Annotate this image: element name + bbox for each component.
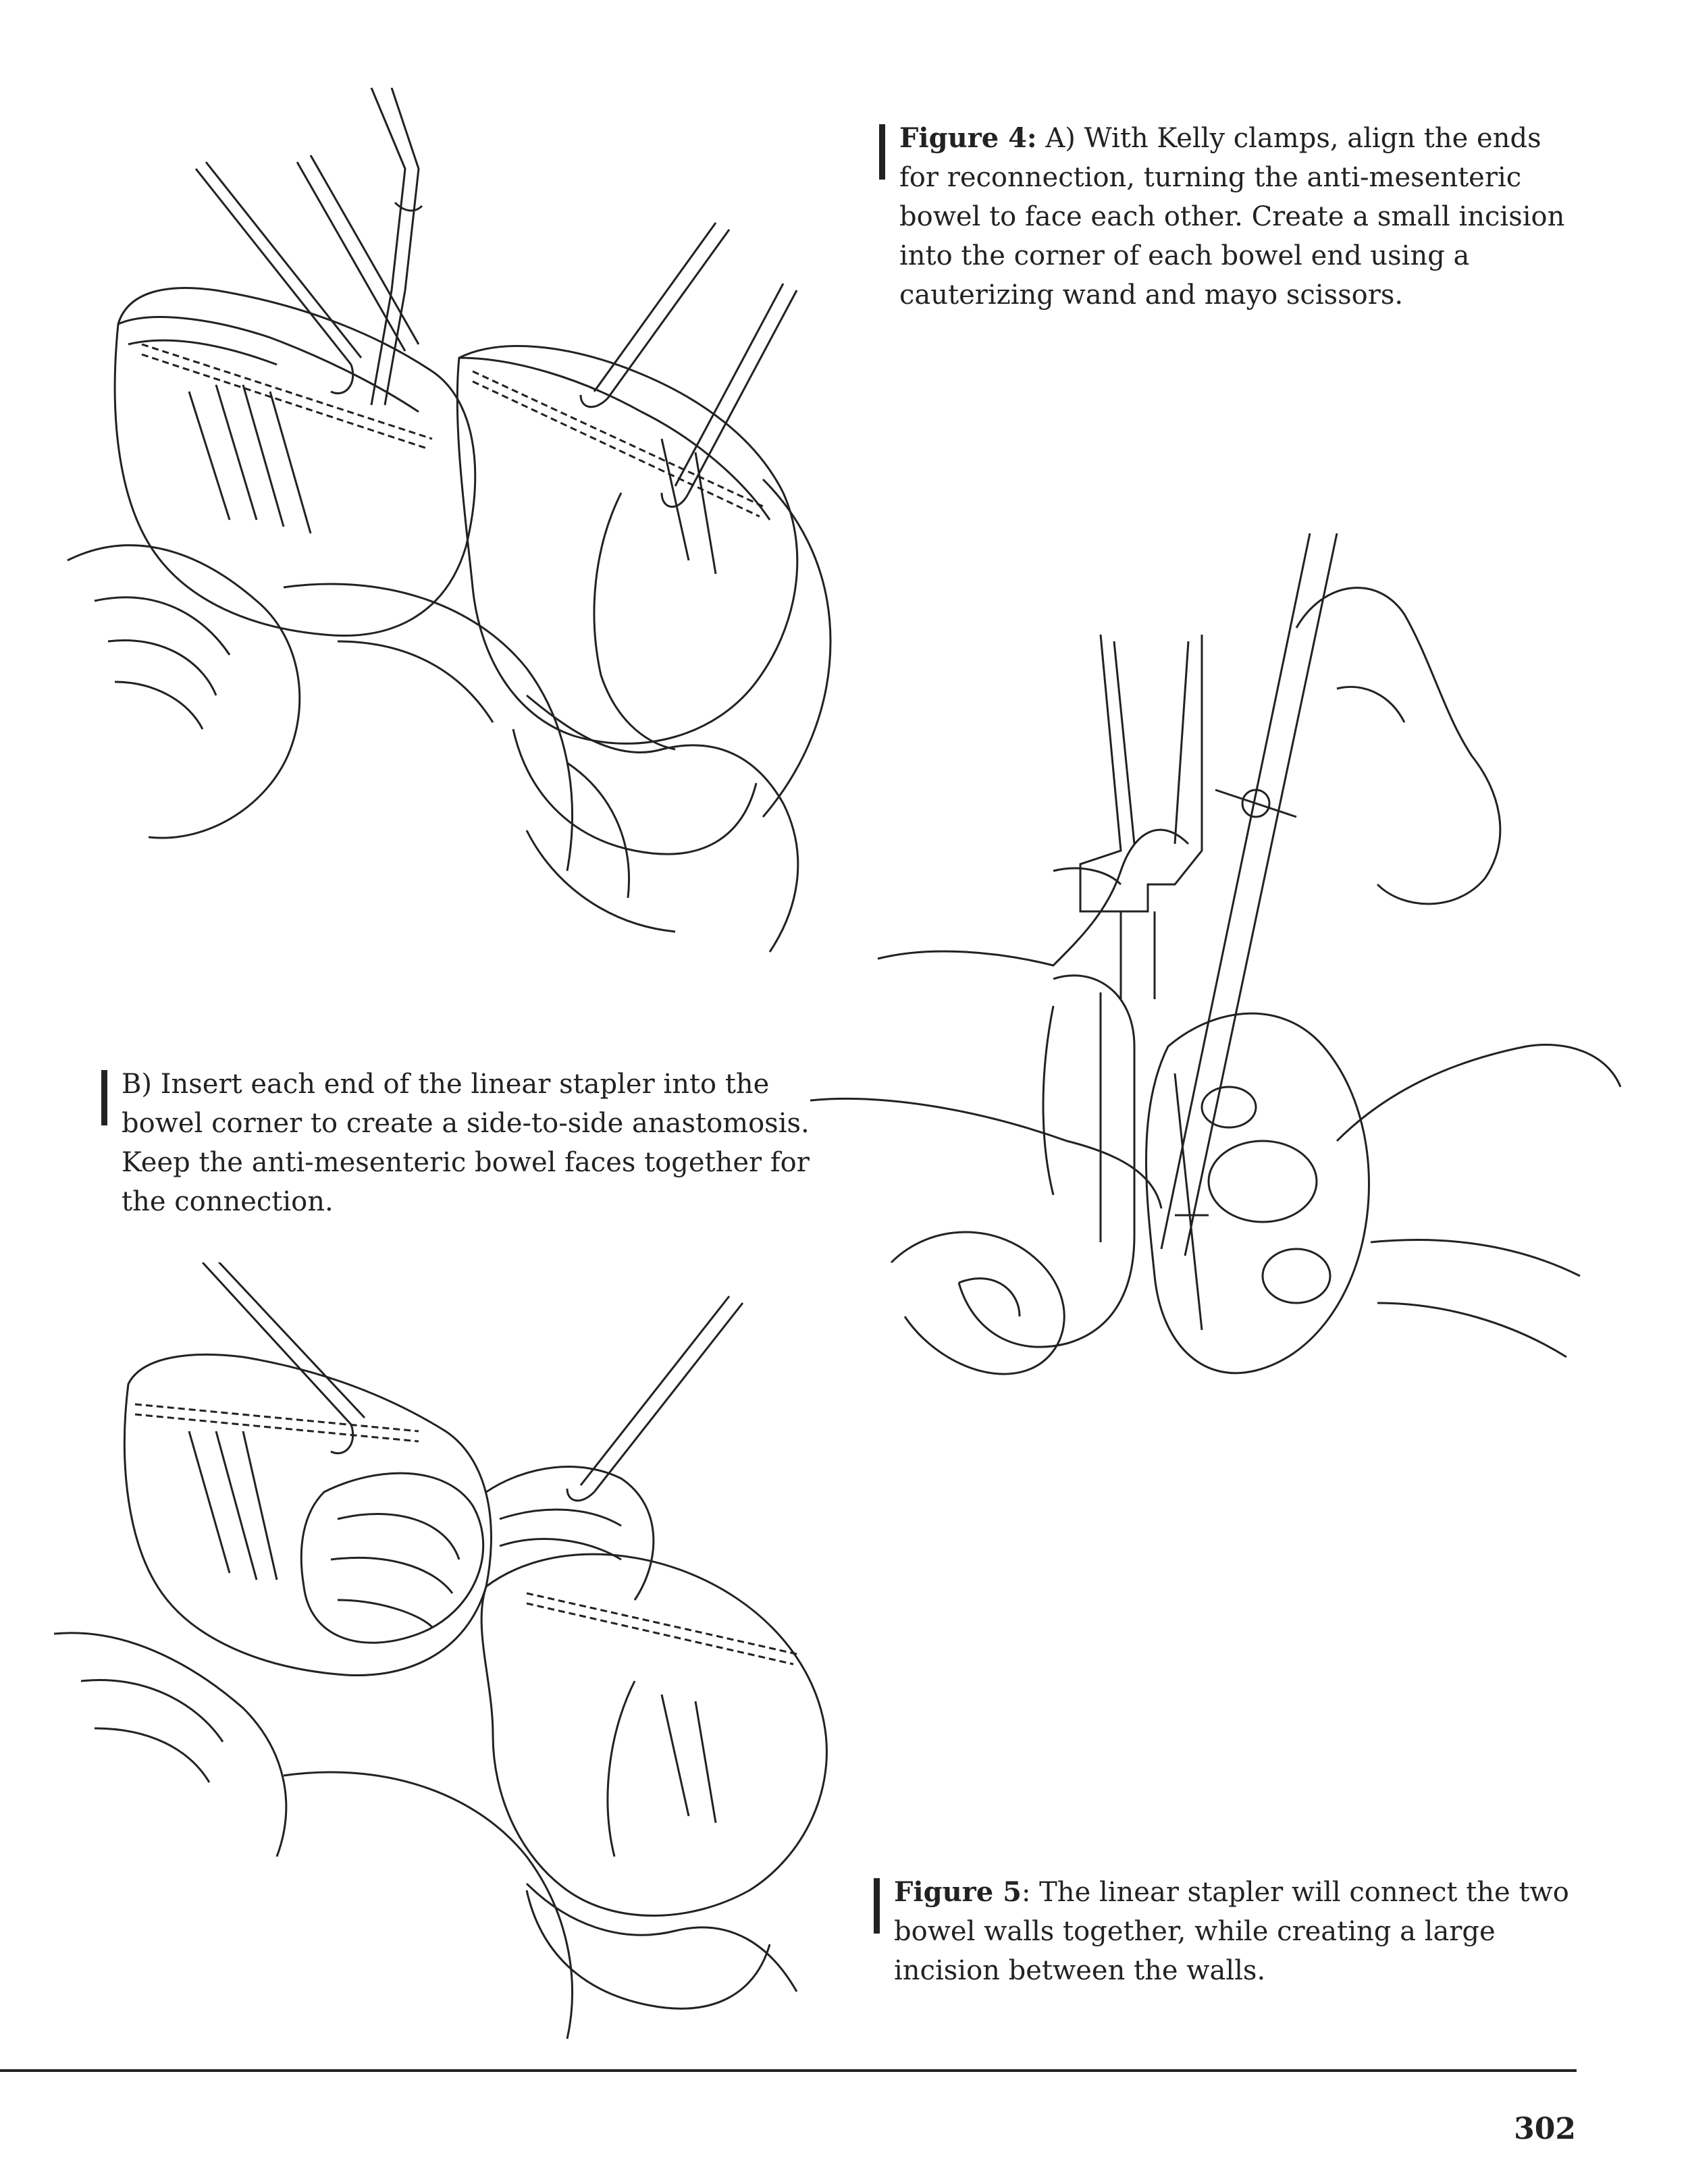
figure-4b-caption: B) Insert each end of the linear stapler… [101, 1065, 830, 1221]
footer-rule [0, 2069, 1577, 2072]
caption-line: for reconnection, turning the anti-mesen… [899, 162, 1522, 193]
caption-text: : The linear stapler will connect the tw… [1021, 1877, 1569, 1908]
illustration-4b-linear-stapler-insertion [797, 533, 1634, 1533]
caption-text: A) With Kelly clamps, align the ends [1036, 123, 1541, 154]
caption-line: Figure 4: A) With Kelly clamps, align th… [899, 119, 1575, 158]
caption-marker-bar [879, 124, 885, 180]
figure-5-label: Figure 5 [894, 1876, 1022, 1908]
caption-marker-bar [874, 1878, 880, 1934]
caption-marker-bar [101, 1070, 107, 1125]
figure-4-caption: Figure 4: A) With Kelly clamps, align th… [879, 119, 1575, 315]
caption-line: bowel to face each other. Create a small… [899, 201, 1565, 232]
caption-line: bowel walls together, while creating a l… [894, 1916, 1496, 1947]
figure-4-label: Figure 4: [899, 122, 1037, 154]
caption-line: B) Insert each end of the linear stapler… [122, 1069, 770, 1100]
caption-line: bowel corner to create a side-to-side an… [122, 1108, 810, 1139]
illustration-4a-bowel-ends-with-kelly-clamps [54, 88, 905, 959]
caption-line: Figure 5: The linear stapler will connec… [894, 1873, 1569, 1912]
caption-line: into the corner of each bowel end using … [899, 240, 1470, 271]
caption-line: the connection. [122, 1186, 334, 1217]
caption-line: incision between the walls. [894, 1955, 1266, 1986]
caption-line: Keep the anti-mesenteric bowel faces tog… [122, 1147, 810, 1178]
page-number: 302 [1514, 2112, 1576, 2146]
figure-5-caption: Figure 5: The linear stapler will connec… [874, 1873, 1569, 1990]
illustration-5-stapled-bowel-walls [54, 1262, 905, 2039]
caption-line: cauterizing wand and mayo scissors. [899, 279, 1404, 311]
